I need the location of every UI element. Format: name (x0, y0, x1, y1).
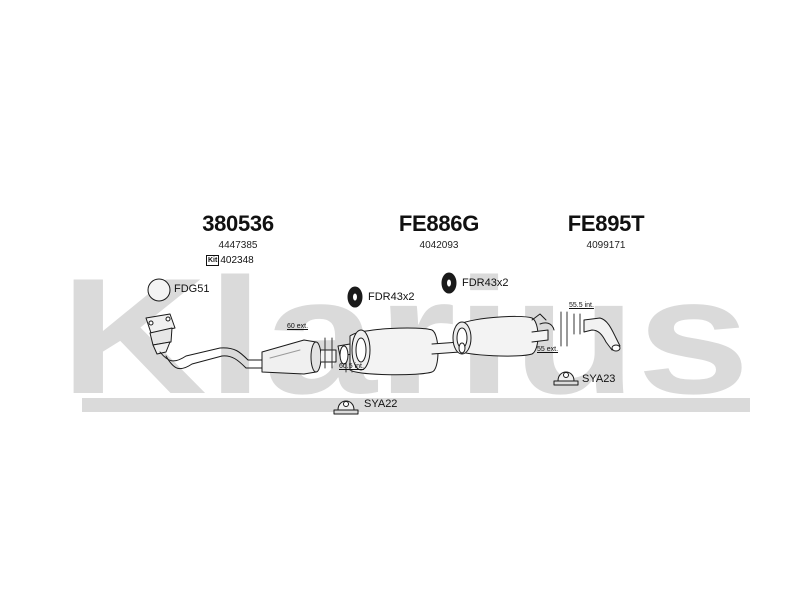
dimension-marks-right (560, 311, 581, 347)
ring-right-label: FDR43x2 (462, 277, 509, 289)
dimension-label: 60 ext. (287, 323, 309, 330)
gasket-icon (147, 278, 171, 302)
clamp-icon (333, 400, 359, 415)
kit-line: Kit 402348 (206, 255, 254, 266)
part-group-rear-silencer: FE895T 4099171 (561, 213, 651, 251)
tailpipe (583, 317, 621, 351)
kit-number: 402348 (220, 255, 254, 266)
part-group-center-silencer: FE886G 4042093 (394, 213, 484, 251)
ring-icon (441, 272, 457, 294)
dimension-label: 55 ext. (537, 346, 559, 353)
part-group-catalyst: 380536 4447385 (198, 213, 278, 251)
part-number: FE886G (398, 211, 480, 236)
dimension-label: 60.5 int. (339, 363, 364, 370)
ring-icon (347, 286, 363, 308)
oe-number: 4099171 (586, 240, 626, 251)
part-number: 380536 (202, 211, 274, 236)
watermark-underline (82, 398, 750, 412)
rear-silencer-body (452, 315, 539, 357)
ring-left-label: FDR43x2 (368, 291, 415, 303)
clamp-icon (553, 371, 579, 386)
kit-badge: Kit (206, 255, 220, 266)
oe-number: 4447385 (218, 240, 258, 251)
catalyst-body (261, 339, 322, 375)
clamp-bottom-label: SYA22 (364, 398, 398, 410)
part-number: FE895T (567, 211, 645, 236)
dimension-label: 55.5 int. (569, 302, 594, 309)
center-silencer-body (349, 327, 439, 376)
manifold-flange (145, 313, 176, 355)
clamp-right-label: SYA23 (582, 373, 616, 385)
gasket-label: FDG51 (174, 283, 210, 295)
oe-number: 4042093 (419, 240, 459, 251)
